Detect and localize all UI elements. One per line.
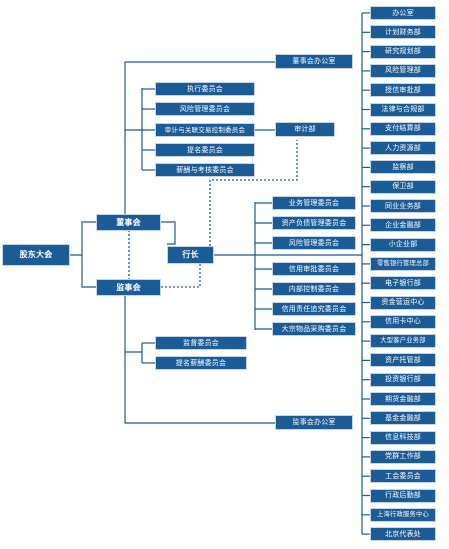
department-box: 授信审批部 xyxy=(370,83,436,98)
president: 行长 xyxy=(167,246,214,264)
department-box: 计划财务部 xyxy=(370,25,436,40)
exec-committee: 大宗物品采购委员会 xyxy=(272,322,356,336)
department-box: 北京代表处 xyxy=(370,527,436,542)
department-box: 研究规划部 xyxy=(370,44,436,59)
board-committee: 薪酬与考核委员会 xyxy=(155,163,255,177)
audit-department: 审计部 xyxy=(275,122,335,137)
department-box: 同业业务部 xyxy=(370,199,436,213)
board-committee: 提名委员会 xyxy=(155,143,255,157)
department-box: 零售银行管理总部 xyxy=(370,256,436,271)
line-trunk-up xyxy=(124,61,275,215)
dotted-audit-president xyxy=(209,140,298,246)
department-box: 信息科技部 xyxy=(370,430,436,445)
exec-committee: 信用责任追究委员会 xyxy=(272,302,356,316)
department-box: 办公室 xyxy=(370,6,436,20)
department-box: 监察部 xyxy=(370,160,436,175)
department-box: 投资银行部 xyxy=(370,372,436,387)
line-gudong-jianshi xyxy=(81,255,96,288)
exec-committee: 风险管理委员会 xyxy=(272,236,356,250)
department-box: 风险管理部 xyxy=(370,63,436,78)
department-box: 信用卡中心 xyxy=(370,314,436,329)
department-box: 支付结算部 xyxy=(370,121,436,136)
department-box: 资金营运中心 xyxy=(370,295,436,310)
board-committee: 风险管理委员会 xyxy=(155,102,255,116)
board-committee: 审计与关联交易控制委员会 xyxy=(155,123,255,137)
supervisory-committee: 监督委员会 xyxy=(155,336,247,350)
department-box: 保卫部 xyxy=(370,179,436,194)
department-box: 企业金融部 xyxy=(370,218,436,233)
department-box: 党群工作部 xyxy=(370,449,436,464)
department-box: 电子银行部 xyxy=(370,276,436,291)
exec-committee: 资产负债管理委员会 xyxy=(272,216,356,230)
department-box: 工会委员会 xyxy=(370,469,436,484)
line-trunk-down xyxy=(124,295,275,424)
line-board-president xyxy=(161,221,176,245)
dotted-supervisory-president xyxy=(161,264,201,288)
department-box: 法律与合规部 xyxy=(370,102,436,117)
department-box: 资产托管部 xyxy=(370,353,436,368)
department-box: 行政后勤部 xyxy=(370,488,436,503)
board-committee: 执行委员会 xyxy=(155,82,255,96)
exec-committee: 业务管理委员会 xyxy=(272,196,356,210)
department-box: 上海行政服务中心 xyxy=(370,507,436,522)
department-box: 基金金融部 xyxy=(370,411,436,426)
exec-committee: 内部控制委员会 xyxy=(272,282,356,296)
department-box: 期货金融部 xyxy=(370,392,436,406)
supervisory-committee: 提名薪酬委员会 xyxy=(155,356,247,370)
department-box: 人力资源部 xyxy=(370,141,436,156)
board-of-supervisors: 监事会 xyxy=(96,279,161,296)
department-box: 小企业部 xyxy=(370,237,436,252)
shareholders-meeting: 股东大会 xyxy=(2,244,70,266)
board-office: 董事会办公室 xyxy=(275,54,353,69)
supervisory-office: 监事会办公室 xyxy=(275,415,353,430)
department-box: 大型客户业务部 xyxy=(370,334,436,349)
exec-committee: 信用审批委员会 xyxy=(272,262,356,276)
line-gudong-dongshi xyxy=(70,221,96,256)
board-of-directors: 董事会 xyxy=(96,214,161,231)
